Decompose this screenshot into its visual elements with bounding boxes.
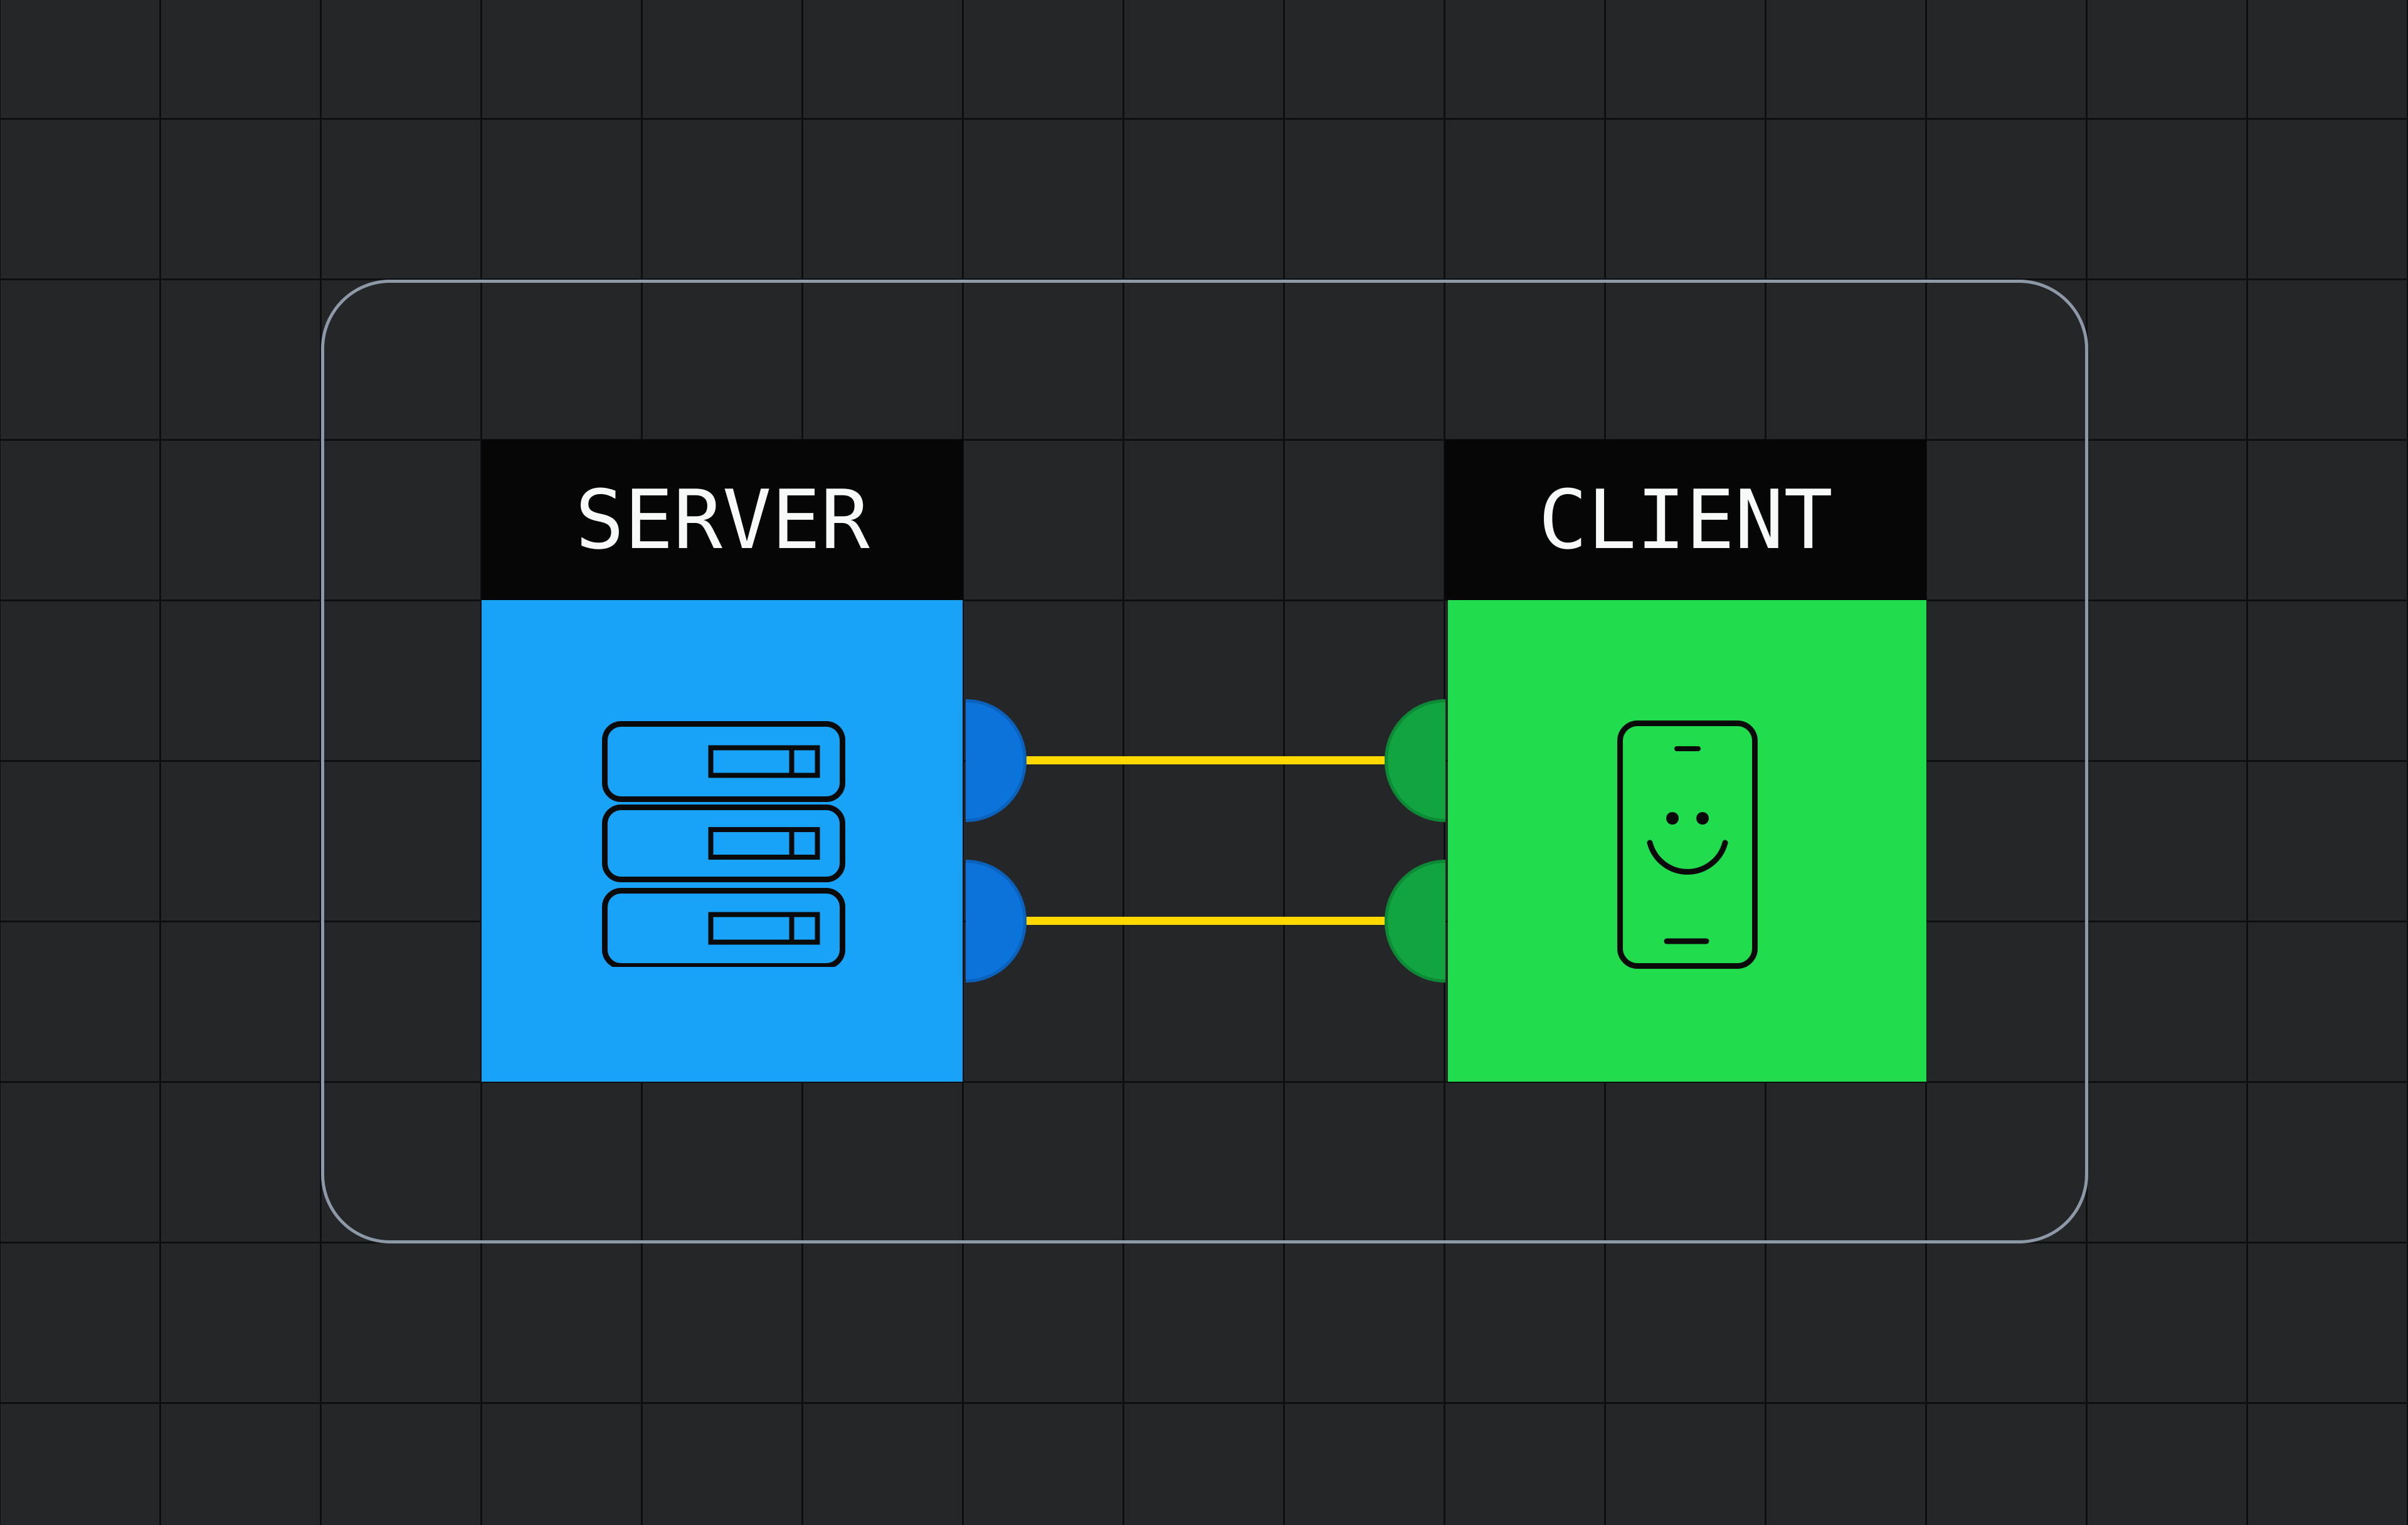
connection-wire-2[interactable] bbox=[1027, 917, 1385, 925]
node-server-body[interactable] bbox=[482, 600, 963, 1082]
server-rack-icon bbox=[602, 721, 845, 967]
connection-wire-1[interactable] bbox=[1027, 756, 1385, 764]
phone-smiley-icon bbox=[1617, 720, 1758, 969]
node-server-header[interactable]: SERVER bbox=[482, 440, 963, 600]
node-client-label: CLIENT bbox=[1538, 472, 1833, 567]
node-client-body[interactable] bbox=[1448, 600, 1926, 1082]
group-frame[interactable] bbox=[321, 280, 2088, 1243]
node-server-label: SERVER bbox=[575, 472, 870, 567]
node-client-header[interactable]: CLIENT bbox=[1445, 440, 1926, 600]
